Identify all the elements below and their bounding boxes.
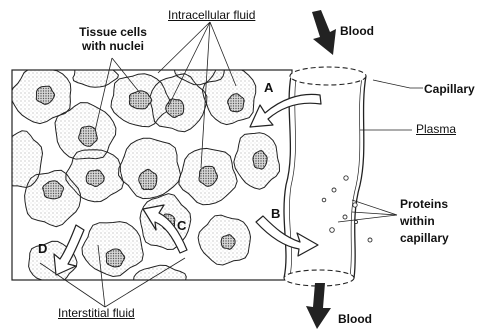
- tissue-region: [1, 56, 292, 294]
- intracellular-fluid-label: Intracellular fluid: [168, 8, 255, 22]
- arrow-c-label: C: [177, 218, 186, 233]
- proteins-label: Proteins within capillary: [400, 196, 449, 247]
- capillary-label: Capillary: [424, 82, 475, 96]
- blood-in-arrow: [312, 10, 336, 55]
- tissue-cells-label: Tissue cells with nuclei: [70, 25, 156, 53]
- blood-top-label: Blood: [340, 24, 374, 38]
- blood-out-arrow: [306, 283, 331, 329]
- interstitial-fluid-label: Interstitial fluid: [58, 306, 135, 320]
- plasma-label: Plasma: [416, 122, 456, 136]
- arrow-d-label: D: [38, 241, 47, 256]
- blood-bottom-label: Blood: [338, 312, 372, 326]
- arrow-b-label: B: [271, 206, 280, 221]
- arrow-a-label: A: [264, 80, 273, 95]
